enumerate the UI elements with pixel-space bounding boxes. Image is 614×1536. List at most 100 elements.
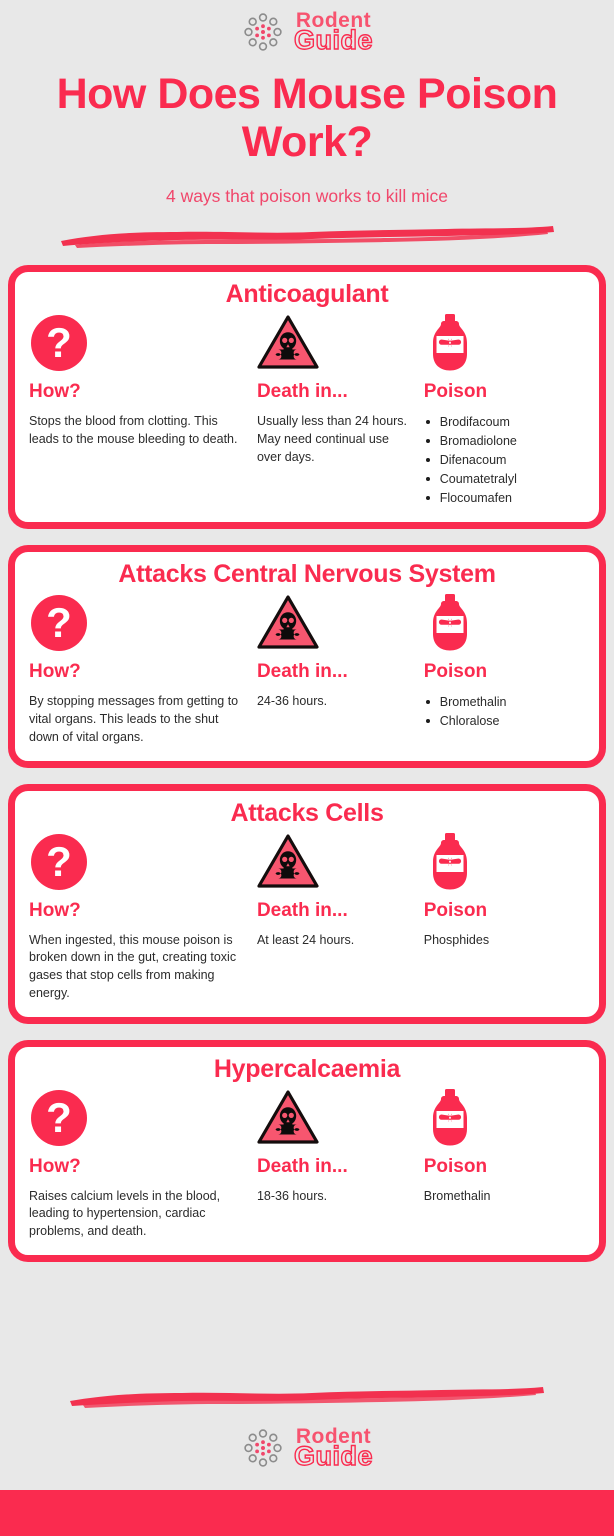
- poison-list-item: Bromadiolone: [424, 432, 577, 451]
- rodent-paw-dots-icon: [244, 1429, 282, 1467]
- poison-label: Poison: [423, 381, 488, 403]
- logo-wordmark: Rodent Guide: [293, 8, 373, 56]
- death-label: Death in...: [256, 1155, 348, 1177]
- column-death: Death in... 24-36 hours.: [257, 591, 424, 746]
- header-logo: Rodent Guide: [0, 10, 614, 54]
- rodent-paw-dots-icon: [244, 13, 282, 51]
- column-how: ? How? Raises calcium levels in the bloo…: [29, 1086, 257, 1241]
- page-subtitle: 4 ways that poison works to kill mice: [165, 186, 449, 207]
- skull-crossbones-warning-triangle-icon: [257, 595, 319, 649]
- poison-icon-box: [424, 1086, 577, 1150]
- poison-card: Anticoagulant ? How? Stops the blood fro…: [8, 265, 606, 530]
- page-title: How Does Mouse Poison Work?: [56, 70, 558, 167]
- how-label: How?: [29, 381, 81, 403]
- brush-stroke-divider-top: [61, 226, 554, 249]
- death-icon-box: [257, 830, 416, 894]
- how-label: How?: [29, 899, 81, 921]
- death-label: Death in...: [256, 381, 348, 403]
- question-mark-circle-icon: ?: [31, 1089, 87, 1146]
- how-icon-box: ?: [29, 591, 249, 655]
- how-icon-box: ?: [29, 830, 249, 894]
- column-how: ? How? Stops the blood from clotting. Th…: [29, 311, 257, 508]
- logo-text-guide: Guide: [293, 1441, 373, 1472]
- poison-list-item: Difenacoum: [424, 451, 577, 470]
- how-icon-box: ?: [29, 311, 249, 375]
- card-columns: ? How? When ingested, this mouse poison …: [29, 830, 585, 1003]
- poison-bottle-icon: [432, 314, 467, 371]
- poison-card: Attacks Central Nervous System ? How? By…: [8, 545, 606, 768]
- footer-logo: Rodent Guide: [0, 1426, 614, 1470]
- logo-text-guide: Guide: [293, 25, 373, 56]
- poison-cards-container: Anticoagulant ? How? Stops the blood fro…: [0, 265, 614, 1262]
- column-how: ? How? When ingested, this mouse poison …: [29, 830, 257, 1003]
- footer: Rodent Guide: [0, 1370, 614, 1536]
- how-text: Raises calcium levels in the blood, lead…: [29, 1188, 221, 1239]
- column-death: Death in... At least 24 hours.: [257, 830, 424, 1003]
- poison-label: Poison: [423, 899, 488, 921]
- column-death: Death in... 18-36 hours.: [257, 1086, 424, 1241]
- svg-text:?: ?: [46, 1094, 72, 1141]
- poison-icon-box: [424, 311, 577, 375]
- svg-text:?: ?: [46, 319, 72, 366]
- death-text: Usually less than 24 hours. May need con…: [256, 414, 408, 464]
- header: Rodent Guide How Does Mouse Poison Work?…: [0, 0, 614, 251]
- how-text: By stopping messages from getting to vit…: [29, 694, 239, 744]
- poison-icon-box: [424, 591, 577, 655]
- poison-list-item: Chloralose: [424, 712, 577, 731]
- card-title: Attacks Central Nervous System: [118, 560, 496, 589]
- poison-list-item: Bromethalin: [424, 693, 577, 712]
- card-columns: ? How? Raises calcium levels in the bloo…: [29, 1086, 585, 1241]
- poison-label: Poison: [423, 1155, 488, 1177]
- column-how: ? How? By stopping messages from getting…: [29, 591, 257, 746]
- poison-text: Bromethalin: [423, 1188, 491, 1203]
- question-mark-circle-icon: ?: [31, 595, 87, 652]
- death-text: 24-36 hours.: [256, 694, 328, 709]
- poison-icon-box: [424, 830, 577, 894]
- column-poison: Poison Bromethalin: [424, 1086, 585, 1241]
- poison-bottle-icon: [432, 832, 467, 890]
- card-columns: ? How? Stops the blood from clotting. Th…: [29, 311, 585, 508]
- card-title: Attacks Cells: [230, 798, 384, 827]
- how-label: How?: [29, 1155, 81, 1177]
- poison-list-item: Coumatetralyl: [424, 470, 577, 489]
- skull-crossbones-warning-triangle-icon: [257, 1089, 319, 1144]
- column-death: Death in... Usually less than 24 hours. …: [257, 311, 424, 508]
- death-label: Death in...: [256, 899, 348, 921]
- death-icon-box: [257, 311, 416, 375]
- how-label: How?: [29, 661, 81, 683]
- poison-bottle-icon: [432, 594, 467, 651]
- bottom-accent-bar: [0, 1490, 614, 1536]
- logo-text-rodent: Rodent: [295, 8, 372, 32]
- card-columns: ? How? By stopping messages from getting…: [29, 591, 585, 746]
- question-mark-circle-icon: ?: [31, 833, 87, 890]
- svg-text:?: ?: [46, 838, 72, 885]
- skull-crossbones-warning-triangle-icon: [257, 833, 319, 888]
- brush-stroke-divider-bottom: [70, 1387, 544, 1408]
- question-mark-circle-icon: ?: [31, 315, 87, 372]
- poison-list-item: Brodifacoum: [424, 413, 577, 432]
- logo-text-rodent: Rodent: [295, 1424, 372, 1448]
- poison-list-item: Flocoumafen: [424, 489, 577, 508]
- death-label: Death in...: [256, 661, 348, 683]
- how-text: When ingested, this mouse poison is brok…: [29, 932, 237, 1000]
- card-title: Hypercalcaemia: [213, 1054, 401, 1083]
- how-text: Stops the blood from clotting. This lead…: [29, 414, 238, 447]
- poison-text: Phosphides: [423, 932, 490, 947]
- footer-logo-wrap: Rodent Guide: [0, 1410, 614, 1490]
- death-icon-box: [257, 1086, 416, 1150]
- column-poison: Poison Phosphides: [424, 830, 585, 1003]
- poison-label: Poison: [423, 661, 488, 683]
- card-title: Anticoagulant: [225, 280, 389, 309]
- poison-card: Attacks Cells ? How? When ingested, this…: [8, 783, 606, 1024]
- poison-bottle-icon: [432, 1088, 467, 1146]
- how-icon-box: ?: [29, 1086, 249, 1150]
- death-icon-box: [257, 591, 416, 655]
- death-text: At least 24 hours.: [256, 932, 355, 947]
- skull-crossbones-warning-triangle-icon: [257, 315, 319, 369]
- svg-text:?: ?: [46, 599, 72, 646]
